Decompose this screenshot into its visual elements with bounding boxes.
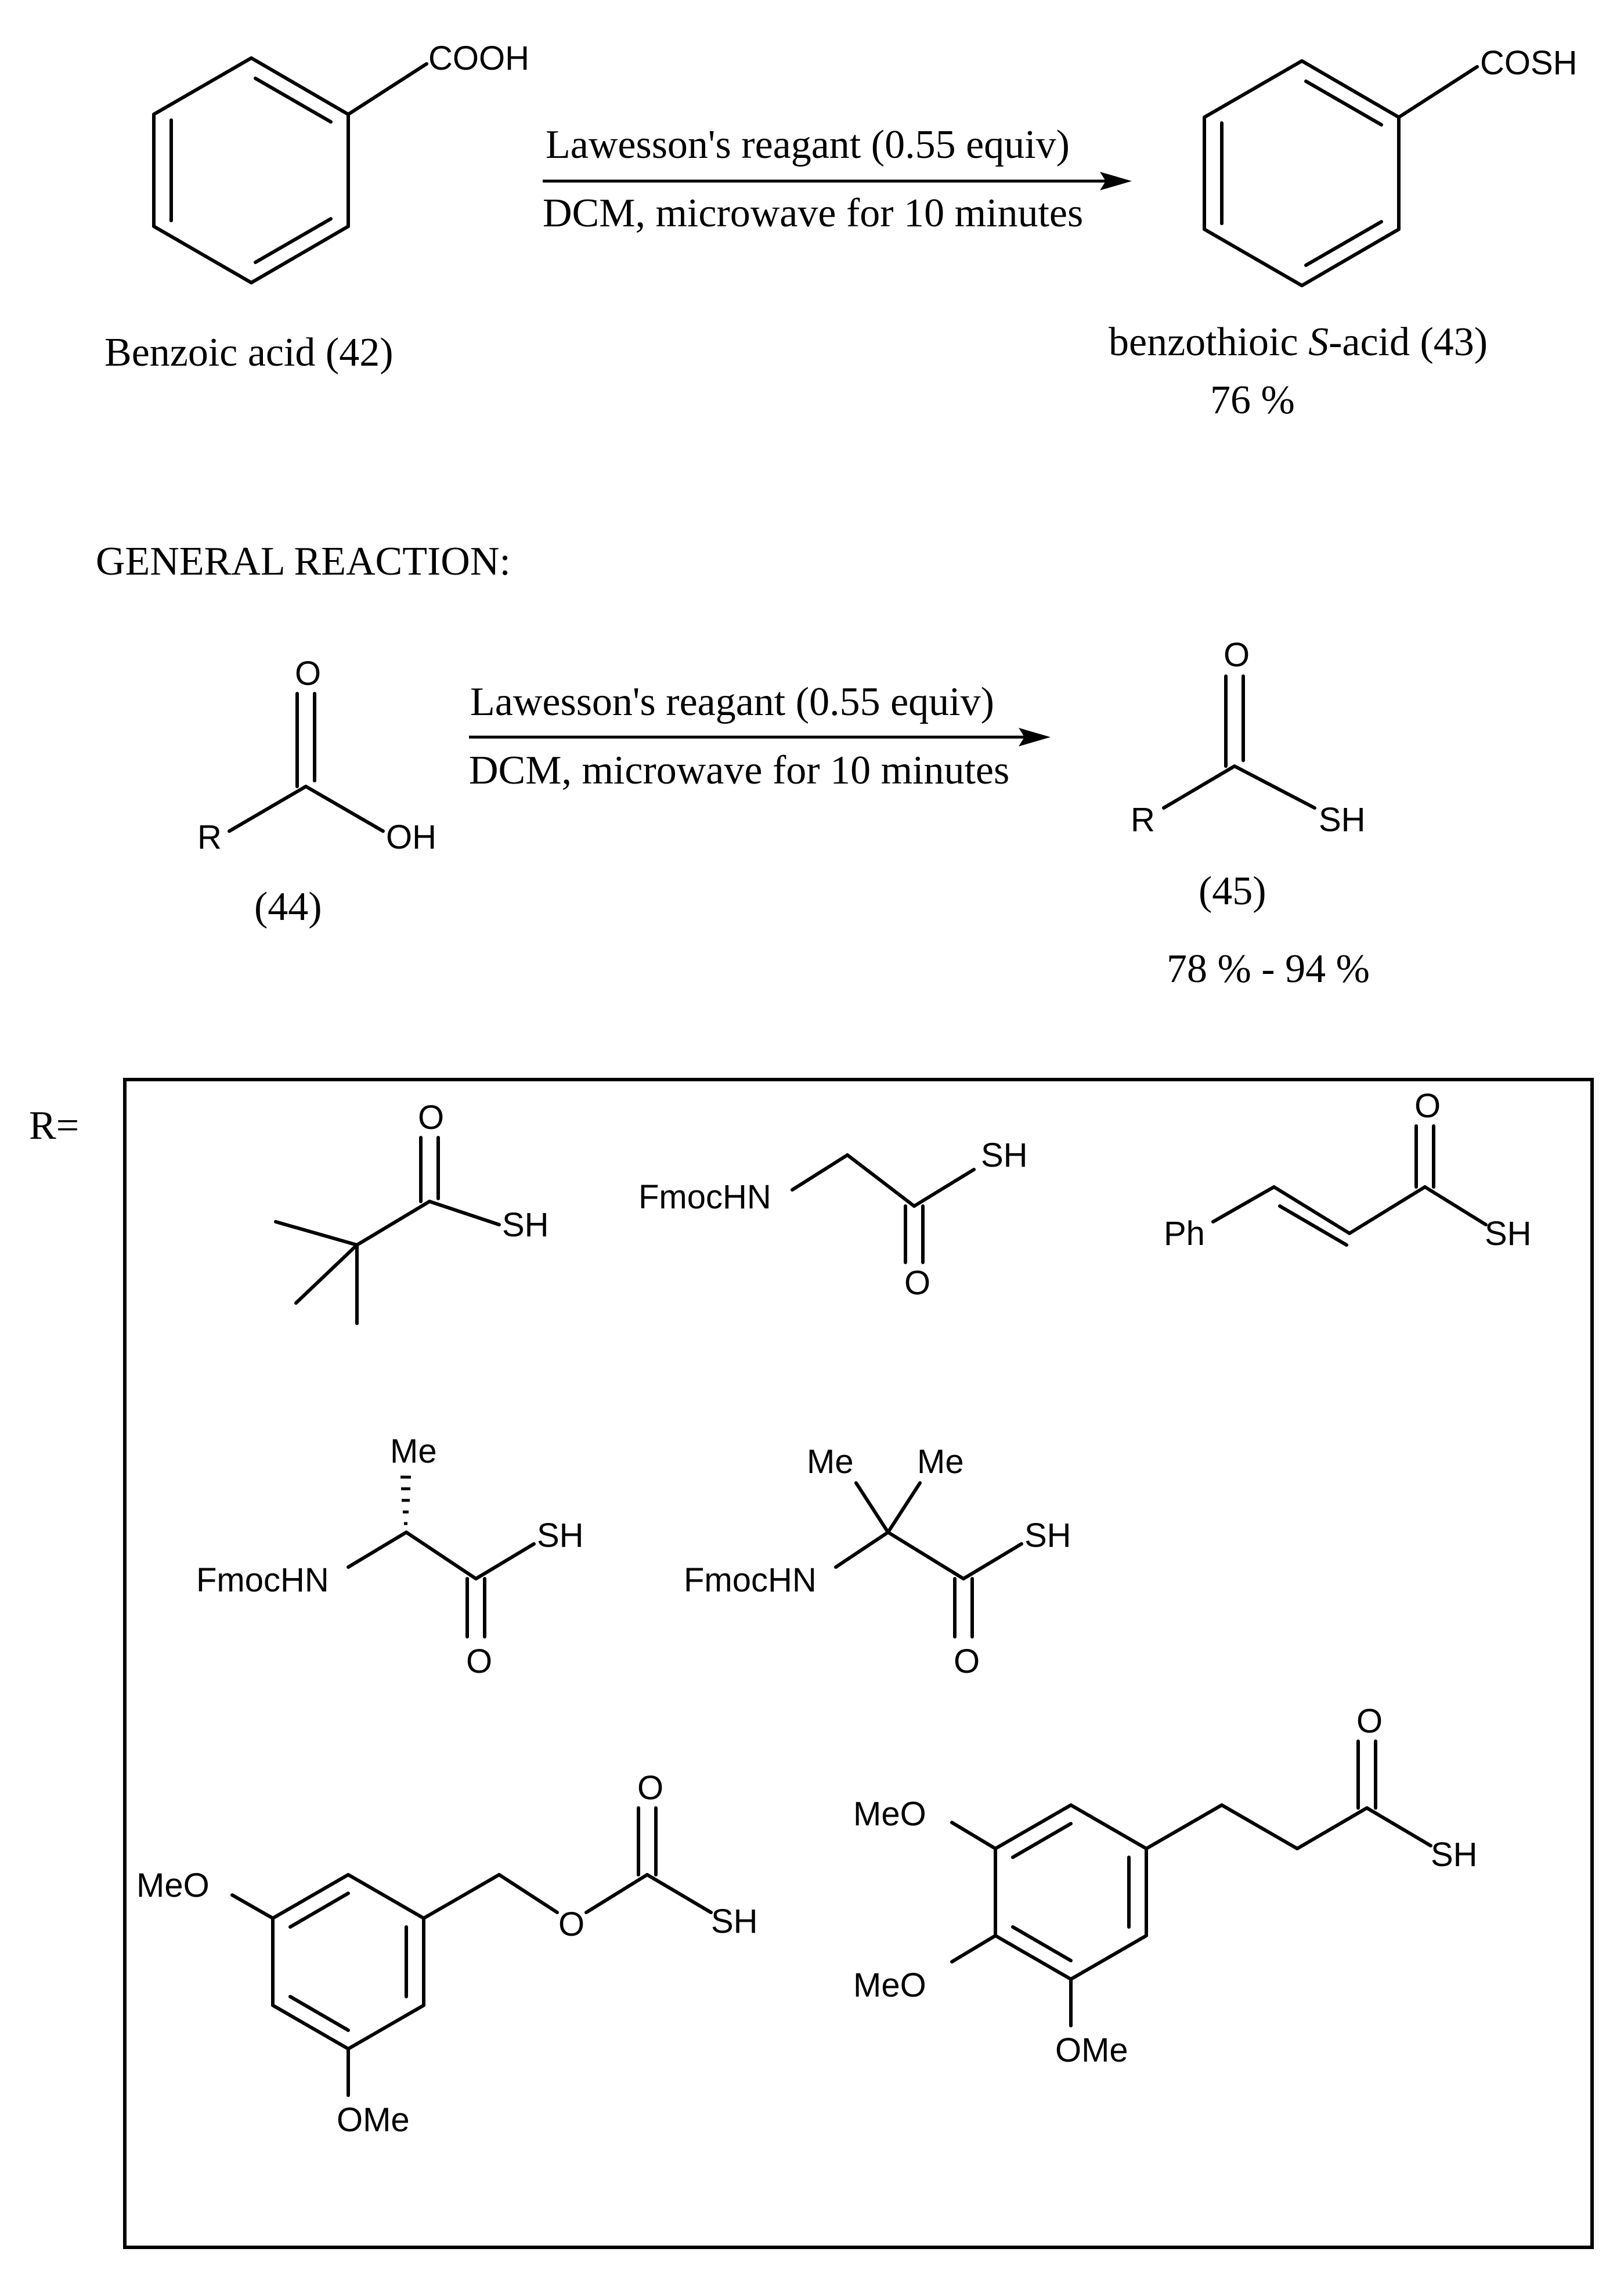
- atom-o: O: [418, 1099, 444, 1136]
- fmochn-label: FmocHN: [638, 1178, 771, 1216]
- atom-sh: SH: [537, 1517, 584, 1554]
- benzoic-acid-structure: COOH: [152, 39, 529, 284]
- r-equals-label: R=: [29, 1103, 79, 1148]
- atom-r: R: [1131, 801, 1155, 839]
- ome-label: OMe: [337, 2101, 410, 2139]
- r-group-fmoc-alanine-thioacid: Me FmocHN SH O: [196, 1432, 584, 1680]
- me-label: Me: [390, 1432, 437, 1470]
- hashed-wedge-bond: [400, 1475, 411, 1525]
- atom-sh: SH: [711, 1903, 758, 1940]
- atom-sh: SH: [1319, 801, 1366, 839]
- r-group-dimethoxybenzyl-thioacid: MeO OMe O O SH: [136, 1769, 758, 2139]
- atom-o: O: [1356, 1702, 1383, 1740]
- benzoic-acid-label: Benzoic acid (42): [104, 330, 394, 375]
- atom-oh: OH: [386, 818, 436, 856]
- ome-label: OMe: [1055, 2031, 1128, 2069]
- r-group-cinnamoyl-thioacid: Ph O SH: [1164, 1087, 1532, 1253]
- atom-r: R: [197, 818, 222, 856]
- meo-label: MeO: [853, 1795, 926, 1833]
- atom-o: O: [904, 1264, 930, 1302]
- r-group-tert-butyl-thioacid: O SH: [274, 1099, 549, 1325]
- atom-o: O: [954, 1643, 980, 1680]
- atom-o: O: [295, 655, 321, 692]
- ph-label: Ph: [1164, 1215, 1205, 1253]
- thioacid-structure: O R SH: [1131, 636, 1366, 839]
- compound-45-label: (45): [1199, 869, 1266, 914]
- r-groups-box: [123, 1078, 1594, 2249]
- atom-o: O: [466, 1643, 492, 1680]
- reaction1-reagent: Lawesson's reagant (0.55 equiv): [546, 122, 1070, 167]
- general-arrow: [469, 728, 1051, 746]
- general-reagent: Lawesson's reagant (0.55 equiv): [470, 680, 994, 724]
- general-conditions: DCM, microwave for 10 minutes: [469, 748, 1009, 793]
- atom-o-carbonyl: O: [637, 1769, 663, 1807]
- fmochn-label: FmocHN: [196, 1561, 329, 1599]
- r-group-fmoc-aib-thioacid: Me Me FmocHN SH O: [684, 1443, 1071, 1680]
- cosh-group: COSH: [1480, 44, 1578, 82]
- general-reaction-heading: GENERAL REACTION:: [96, 539, 511, 584]
- atom-o: O: [1414, 1087, 1441, 1125]
- fmochn-label: FmocHN: [684, 1561, 817, 1599]
- meo-label-2: MeO: [853, 1966, 926, 2004]
- reaction1-arrow: [543, 172, 1132, 190]
- atom-o: O: [558, 1905, 584, 1943]
- compound-44-label: (44): [254, 885, 322, 929]
- benzothioic-acid-label: benzothioic S-acid (43): [1109, 320, 1488, 364]
- atom-sh: SH: [1485, 1215, 1532, 1253]
- product-yield-76: 76 %: [1210, 378, 1295, 423]
- atom-sh: SH: [1431, 1836, 1478, 1874]
- atom-sh: SH: [1024, 1517, 1071, 1554]
- cooh-group: COOH: [428, 39, 529, 77]
- carboxylic-acid-structure: O R OH: [197, 655, 436, 856]
- atom-sh: SH: [502, 1206, 549, 1244]
- me-label-2: Me: [917, 1443, 964, 1481]
- product-yield-range: 78 % - 94 %: [1167, 947, 1370, 991]
- benzothioic-acid-structure: COSH: [1203, 44, 1578, 287]
- r-group-fmoc-glycine-thioacid: FmocHN SH O: [638, 1136, 1028, 1302]
- atom-sh: SH: [981, 1136, 1028, 1174]
- me-label: Me: [807, 1443, 854, 1481]
- atom-o: O: [1224, 636, 1250, 674]
- meo-label: MeO: [136, 1867, 210, 1904]
- r-group-trimethoxyphenyl-thioacid: MeO MeO OMe O SH: [853, 1702, 1478, 2069]
- reaction1-conditions: DCM, microwave for 10 minutes: [543, 191, 1083, 236]
